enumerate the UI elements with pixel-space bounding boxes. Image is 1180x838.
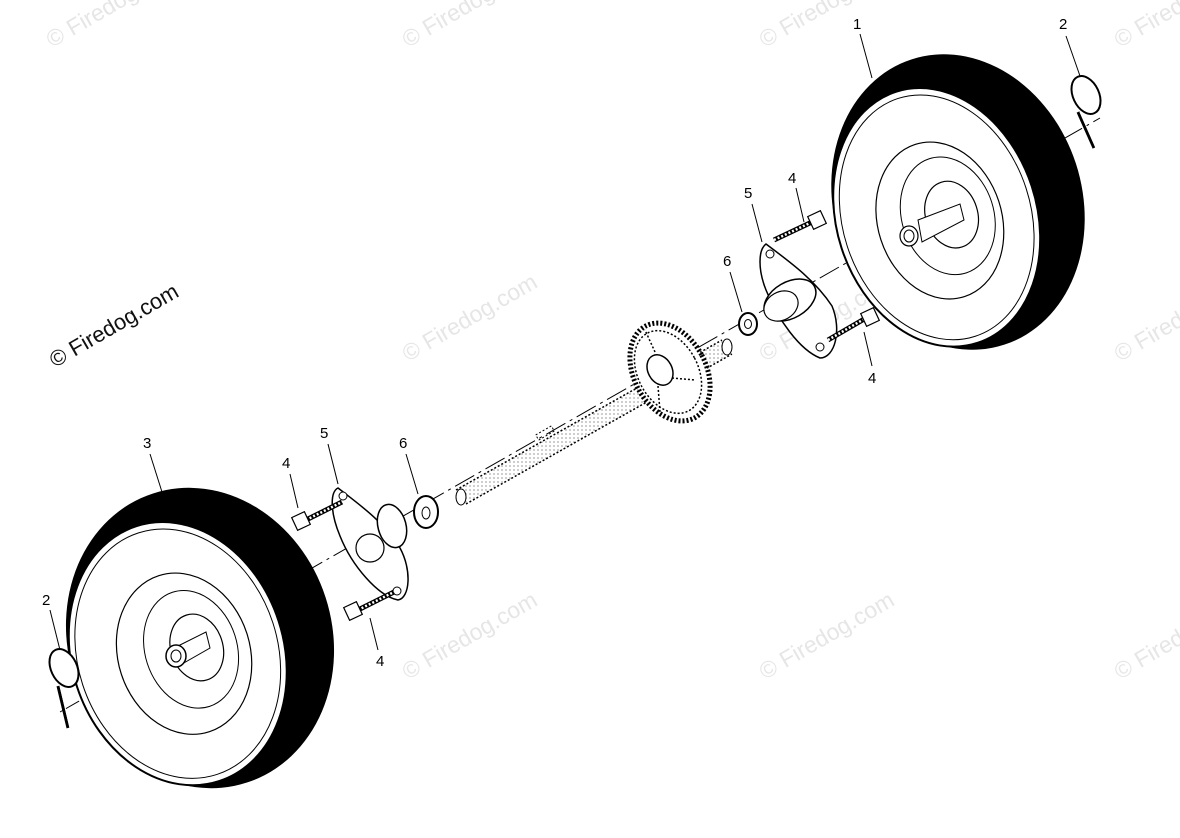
washer-left-icon [413,495,439,529]
bolt-right-upper-icon [772,209,828,243]
callout-2-right: 2 [1059,16,1067,33]
callout-4-right-upper: 4 [788,170,796,187]
callout-4-left-upper: 4 [282,455,290,472]
callout-6-left: 6 [399,435,407,452]
wheel-left-icon [65,487,335,789]
bolt-right-lower-icon [826,306,881,343]
wheel-right-icon [831,54,1085,350]
brand-label: © Firedog.com [45,278,183,372]
hitch-pin-right-icon [1070,75,1102,149]
leader-lines [49,33,1081,651]
watermark: © Firedog.com [1110,0,1180,52]
bolt-left-upper-icon [290,499,344,532]
watermark: © Firedog.com [42,0,186,52]
callout-1: 1 [853,16,861,33]
bolt-left-lower-icon [342,589,396,622]
callout-6-right: 6 [723,253,731,270]
callout-4-left-lower: 4 [376,653,384,670]
watermark: © Firedog.com [398,586,542,684]
callouts: 1 2 4 5 6 4 3 4 5 6 4 2 [42,16,1067,670]
callout-2-left: 2 [42,592,50,609]
flange-bearing-right-icon [759,243,838,359]
callout-5-right: 5 [744,185,752,202]
watermark: © Firedog.com [398,0,542,52]
watermark: © Firedog.com [398,268,542,366]
hitch-pin-left-icon [48,648,80,729]
watermark: © Firedog.com [755,586,899,684]
callout-4-right-lower: 4 [868,370,876,387]
spur-gear-icon [627,320,713,424]
watermark: © Firedog.com [755,0,899,52]
callout-3: 3 [143,435,151,452]
watermark: © Firedog.com [1110,586,1180,684]
washer-right-icon [738,312,758,336]
watermark: © Firedog.com [1110,268,1180,366]
flange-bearing-left-icon [331,487,409,601]
callout-5-left: 5 [320,425,328,442]
